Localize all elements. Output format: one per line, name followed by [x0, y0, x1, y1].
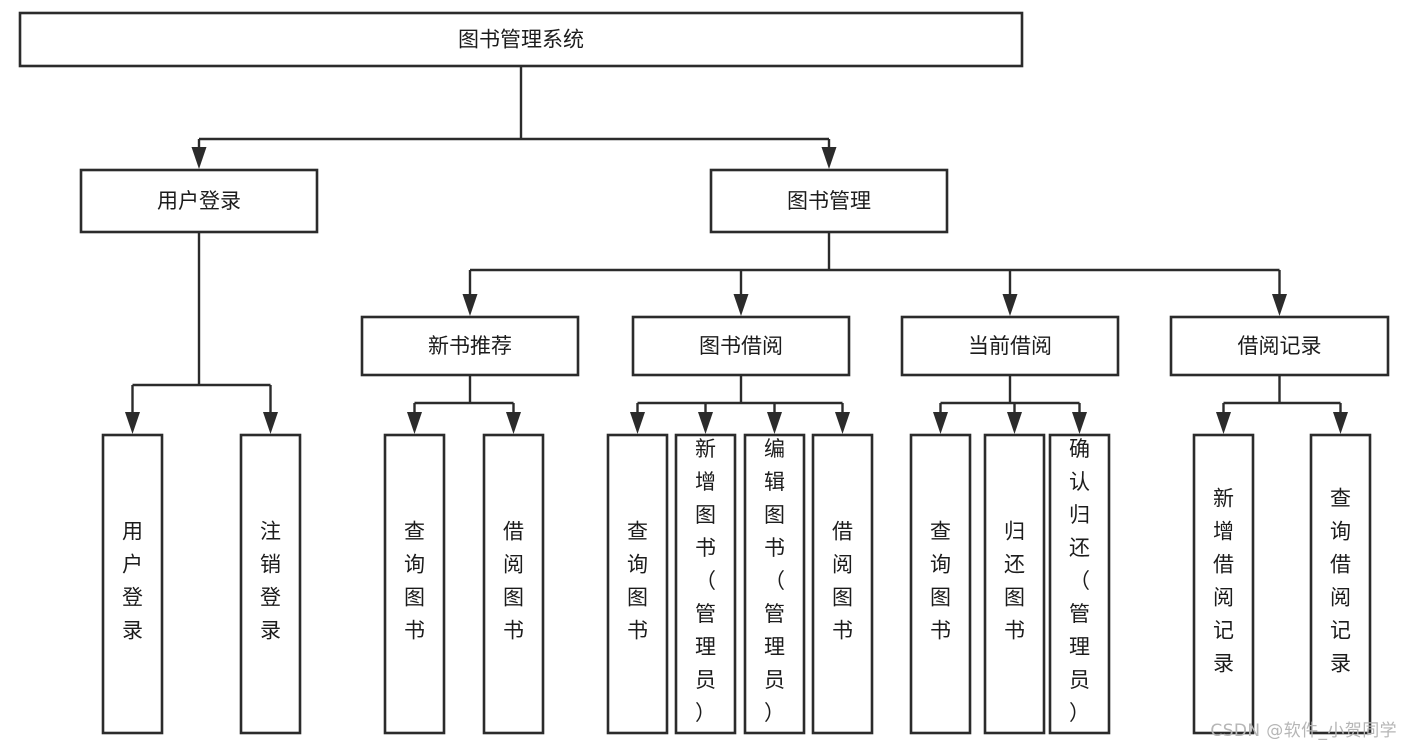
- node-book-management[interactable]: 图书管理: [709, 168, 949, 234]
- connector-borrow-to-leaves: [630, 375, 850, 434]
- node-box-leaf-logout[interactable]: [239, 433, 302, 735]
- node-new-book-recommend[interactable]: 新书推荐: [360, 315, 580, 377]
- node-leaf-query-book-current[interactable]: 查询图书: [909, 433, 972, 735]
- node-leaf-return-book[interactable]: 归还图书: [983, 433, 1046, 735]
- node-leaf-add-record[interactable]: 新增借阅记录: [1192, 433, 1255, 735]
- node-box-leaf-add-record[interactable]: [1192, 433, 1255, 735]
- connector-record-to-leaves: [1216, 375, 1348, 434]
- node-label-leaf-add-book: 新增图书（管理员）: [695, 437, 716, 725]
- node-label-leaf-query-book-current: 查询图书: [930, 520, 951, 643]
- node-box-leaf-user-login[interactable]: [101, 433, 164, 735]
- node-box-current-borrow[interactable]: [900, 315, 1120, 377]
- node-label-leaf-borrow-book-recommend: 借阅图书: [503, 520, 524, 643]
- node-box-book-borrow[interactable]: [631, 315, 851, 377]
- node-box-leaf-query-book-recommend[interactable]: [383, 433, 446, 735]
- node-label-user-login: 用户登录: [157, 189, 241, 213]
- connector-userlogin-to-leaves: [125, 232, 278, 434]
- node-box-leaf-query-book-current[interactable]: [909, 433, 972, 735]
- node-box-borrow-record[interactable]: [1169, 315, 1390, 377]
- node-box-book-management[interactable]: [709, 168, 949, 234]
- node-box-leaf-edit-book[interactable]: [743, 433, 806, 735]
- connector-root-to-level1: [191, 66, 837, 169]
- node-box-leaf-borrow-book[interactable]: [811, 433, 874, 735]
- node-leaf-query-book-borrow[interactable]: 查询图书: [606, 433, 669, 735]
- node-label-leaf-logout: 注销登录: [260, 520, 281, 643]
- node-box-user-login[interactable]: [79, 168, 319, 234]
- node-label-book-borrow: 图书借阅: [699, 334, 783, 358]
- node-label-leaf-return-book: 归还图书: [1004, 520, 1025, 643]
- node-box-root[interactable]: [18, 11, 1024, 68]
- connectors-layer: [125, 66, 1348, 434]
- connector-bookmgmt-to-level2: [462, 232, 1287, 316]
- node-label-leaf-query-book-borrow: 查询图书: [627, 520, 648, 643]
- node-leaf-query-book-recommend[interactable]: 查询图书: [383, 433, 446, 735]
- node-leaf-add-book[interactable]: 新增图书（管理员）: [674, 433, 737, 735]
- node-box-leaf-add-book[interactable]: [674, 433, 737, 735]
- node-box-leaf-borrow-book-recommend[interactable]: [482, 433, 545, 735]
- connector-recommend-to-leaves: [407, 375, 521, 434]
- node-borrow-record[interactable]: 借阅记录: [1169, 315, 1390, 377]
- node-label-leaf-borrow-book: 借阅图书: [832, 520, 853, 643]
- node-box-leaf-query-book-borrow[interactable]: [606, 433, 669, 735]
- node-leaf-query-record[interactable]: 查询借阅记录: [1309, 433, 1372, 735]
- node-root[interactable]: 图书管理系统: [18, 11, 1024, 68]
- node-label-leaf-user-login: 用户登录: [122, 520, 143, 643]
- node-leaf-edit-book[interactable]: 编辑图书（管理员）: [743, 433, 806, 735]
- node-label-root: 图书管理系统: [458, 28, 584, 52]
- node-label-new-book-recommend: 新书推荐: [428, 334, 512, 358]
- node-label-leaf-confirm-return: 确认归还（管理员）: [1069, 437, 1090, 725]
- node-leaf-borrow-book-recommend[interactable]: 借阅图书: [482, 433, 545, 735]
- node-label-leaf-add-record: 新增借阅记录: [1213, 487, 1234, 676]
- node-box-leaf-return-book[interactable]: [983, 433, 1046, 735]
- node-label-book-management: 图书管理: [787, 189, 871, 213]
- node-leaf-confirm-return[interactable]: 确认归还（管理员）: [1048, 433, 1111, 735]
- node-leaf-borrow-book[interactable]: 借阅图书: [811, 433, 874, 735]
- node-leaf-logout[interactable]: 注销登录: [239, 433, 302, 735]
- node-box-new-book-recommend[interactable]: [360, 315, 580, 377]
- node-label-borrow-record: 借阅记录: [1238, 334, 1322, 358]
- nodes-layer: 图书管理系统用户登录图书管理新书推荐图书借阅当前借阅借阅记录用户登录注销登录查询…: [18, 11, 1390, 735]
- node-current-borrow[interactable]: 当前借阅: [900, 315, 1120, 377]
- node-label-leaf-edit-book: 编辑图书（管理员）: [764, 437, 785, 725]
- node-label-leaf-query-book-recommend: 查询图书: [404, 520, 425, 643]
- node-box-leaf-confirm-return[interactable]: [1048, 433, 1111, 735]
- node-book-borrow[interactable]: 图书借阅: [631, 315, 851, 377]
- node-user-login[interactable]: 用户登录: [79, 168, 319, 234]
- node-box-leaf-query-record[interactable]: [1309, 433, 1372, 735]
- node-label-current-borrow: 当前借阅: [968, 334, 1052, 358]
- node-label-leaf-query-record: 查询借阅记录: [1330, 487, 1351, 676]
- node-leaf-user-login[interactable]: 用户登录: [101, 433, 164, 735]
- connector-current-to-leaves: [933, 375, 1087, 434]
